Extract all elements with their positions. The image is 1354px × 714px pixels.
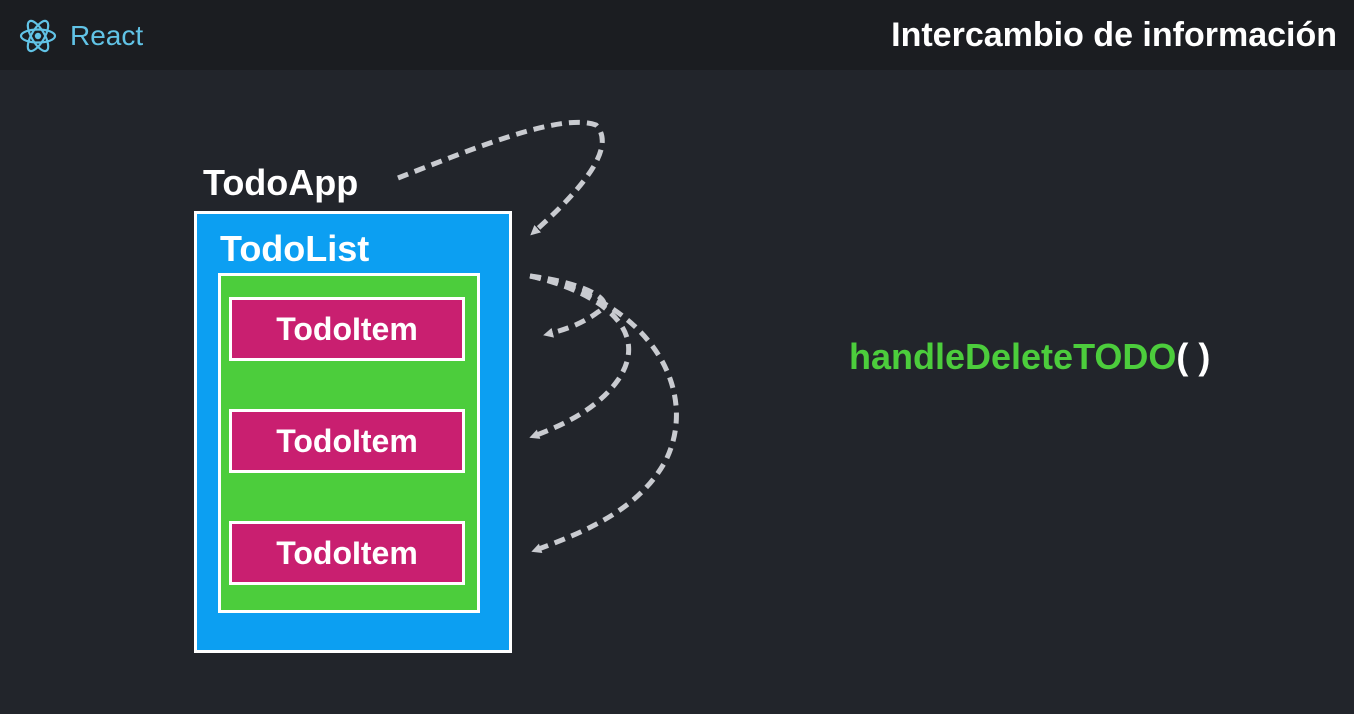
arrow-todolist-to-item-2	[529, 273, 632, 439]
brand-label: React	[70, 20, 144, 51]
arrow-todolist-to-item-3	[529, 273, 679, 553]
todo-item-3: TodoItem	[229, 521, 465, 585]
todo-items-container: TodoItem TodoItem TodoItem	[218, 273, 480, 613]
todo-item-1: TodoItem	[229, 297, 465, 361]
react-atom-icon	[19, 19, 57, 53]
brand: React	[18, 16, 143, 56]
todo-item-label: TodoItem	[276, 310, 418, 347]
top-bar: React Intercambio de información	[0, 0, 1354, 70]
slide-title: Intercambio de información	[891, 16, 1337, 54]
todo-item-label: TodoItem	[276, 534, 418, 571]
handler-function-label: handleDeleteTODO( )	[849, 334, 1210, 380]
todoapp-label: TodoApp	[203, 162, 359, 203]
handler-parens: ( )	[1176, 336, 1211, 377]
arrow-todoapp-to-todolist	[397, 119, 605, 236]
todo-item-label: TodoItem	[276, 422, 418, 459]
todo-item-2: TodoItem	[229, 409, 465, 473]
handler-name: handleDeleteTODO	[849, 336, 1177, 377]
todolist-label: TodoList	[220, 228, 370, 269]
todolist-box: TodoList TodoItem TodoItem TodoItem	[194, 211, 512, 653]
arrow-todolist-to-item-1	[529, 273, 607, 338]
